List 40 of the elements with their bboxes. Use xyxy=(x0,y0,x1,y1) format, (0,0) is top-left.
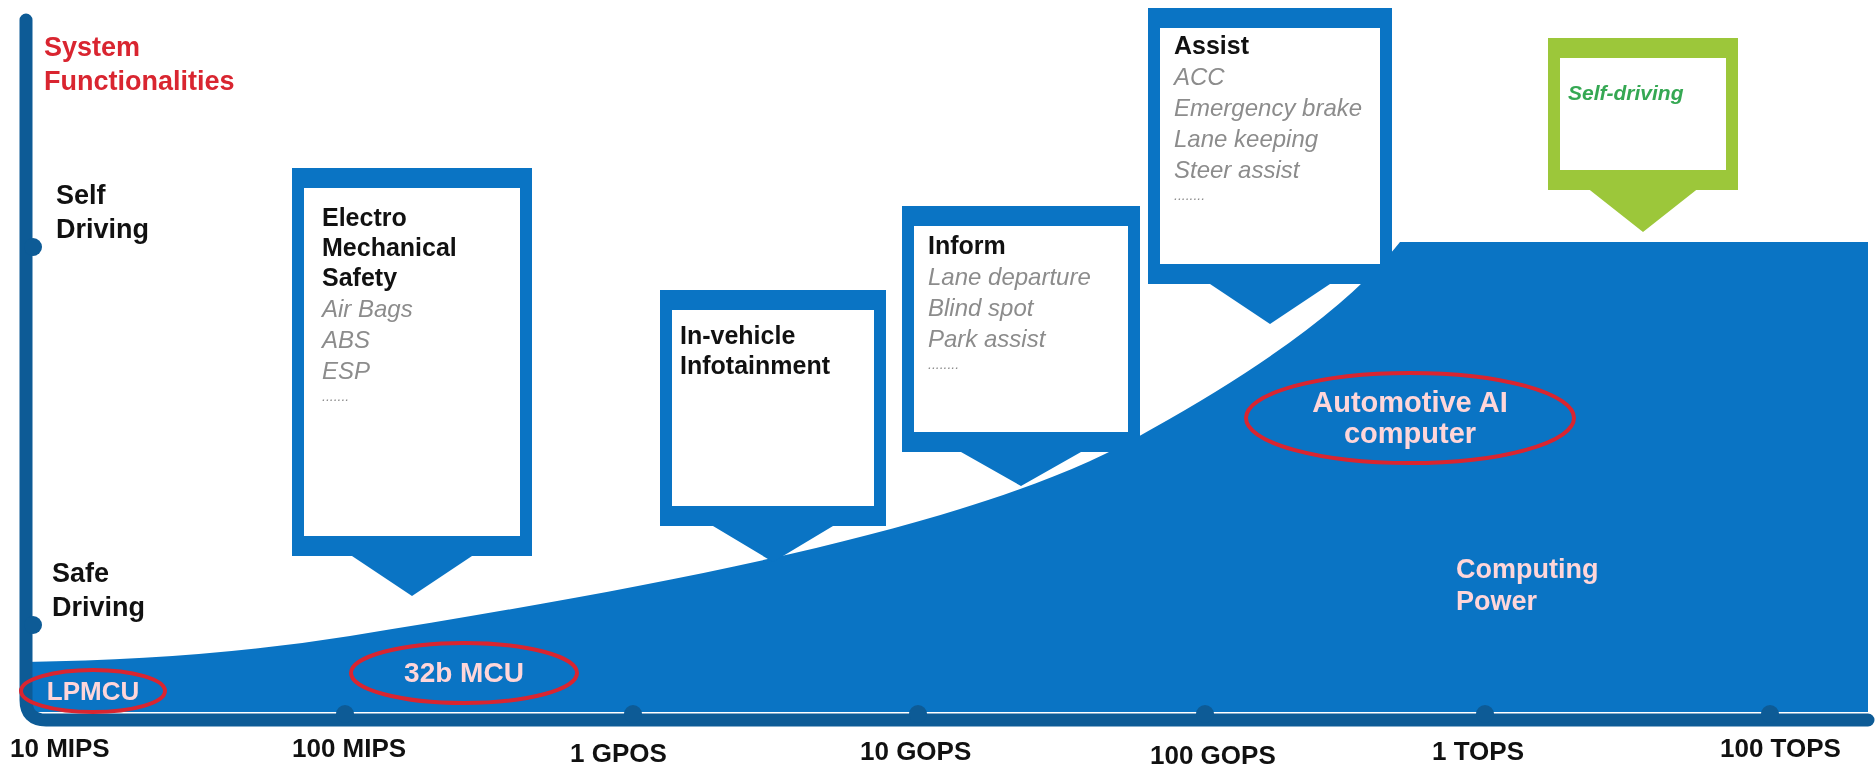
callout-heading: In-vehicle Infotainment xyxy=(680,320,831,380)
callout-heading: Electro Mechanical Safety xyxy=(322,202,458,292)
feature-item: Air Bags xyxy=(322,294,413,323)
callout-box xyxy=(902,206,1140,486)
ellipsis-text: ....... xyxy=(322,387,350,405)
axis-title: System Functionalities xyxy=(44,31,236,98)
tick-label: 100 TOPS xyxy=(1720,733,1841,764)
feature-item: ABS xyxy=(322,325,371,354)
tick-label: 100 GOPS xyxy=(1150,740,1276,771)
callout-box xyxy=(660,290,886,562)
processor-label: 32b MCU xyxy=(403,658,525,688)
highlight-ellipse xyxy=(18,667,168,715)
highlight-ellipse xyxy=(348,640,580,706)
ellipsis-text: ........ xyxy=(1174,186,1206,204)
axis-level-label: Safe Driving xyxy=(52,557,146,624)
feature-item: Steer assist xyxy=(1174,155,1300,184)
tick-label: 1 TOPS xyxy=(1432,736,1524,767)
feature-item: Lane keeping xyxy=(1174,124,1319,153)
ellipsis-text: ........ xyxy=(928,355,960,373)
callout-box xyxy=(1548,38,1738,232)
tick-label: 10 MIPS xyxy=(10,733,110,764)
feature-item: Emergency brake xyxy=(1174,93,1363,122)
feature-item: Park assist xyxy=(928,324,1046,353)
callout-heading: Assist xyxy=(1174,30,1251,60)
callout-box xyxy=(1148,8,1392,324)
axis-title: Computing Power xyxy=(1456,553,1600,617)
callout-box xyxy=(292,168,532,596)
processor-label: LPMCU xyxy=(45,677,141,705)
feature-item: ESP xyxy=(322,356,371,385)
processor-label: Automotive AI computer xyxy=(1311,387,1509,449)
feature-item: Blind spot xyxy=(928,293,1034,322)
axis-level-label: Self Driving xyxy=(56,179,150,246)
tick-label: 10 GOPS xyxy=(860,736,972,767)
callout-heading: Self-driving xyxy=(1568,80,1684,106)
callout-heading: Inform xyxy=(928,230,1007,260)
feature-item: Lane departure xyxy=(928,262,1091,291)
tick-label: 1 GPOS xyxy=(570,738,667,769)
tick-label: 100 MIPS xyxy=(292,733,407,764)
highlight-ellipse xyxy=(1243,370,1577,466)
feature-item: ACC xyxy=(1174,62,1225,91)
